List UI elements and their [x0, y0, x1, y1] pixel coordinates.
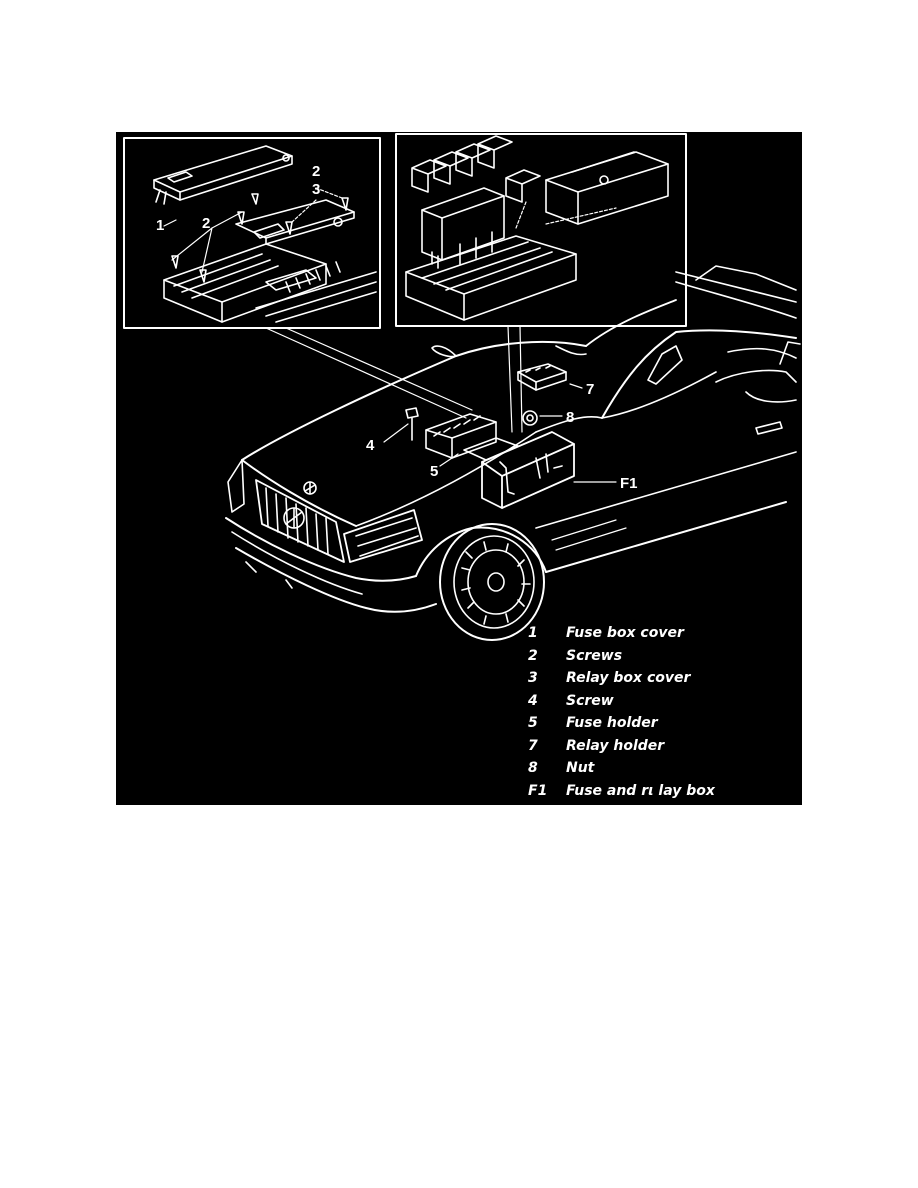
legend-key: 8 — [528, 760, 538, 777]
legend-row: 5 Fuse holder — [528, 712, 798, 735]
legend-text: Fuse and rι lay box — [566, 782, 715, 799]
legend-row: 1 Fuse box cover — [528, 622, 798, 645]
legend-text: Fuse holder — [566, 715, 658, 732]
callout-beams — [265, 325, 523, 433]
inset-relay-box — [395, 133, 687, 327]
callout-2-right: 2 — [312, 163, 320, 180]
callout-1: 1 — [156, 217, 164, 234]
legend-key: 2 — [528, 647, 538, 664]
legend-key: 7 — [528, 737, 538, 754]
legend-key: F1 — [528, 782, 548, 799]
fuse-box-base-drawing — [163, 243, 327, 323]
callout-7: 7 — [586, 381, 594, 398]
callout-5: 5 — [430, 463, 438, 480]
legend-row: 4 Screw — [528, 690, 798, 713]
relay-box-cover-drawing — [235, 199, 355, 245]
legend-row: F1 Fuse and rι lay box — [528, 780, 798, 803]
legend-row: 7 Relay holder — [528, 735, 798, 758]
car-drawing — [225, 265, 801, 641]
nut-drawing — [522, 410, 538, 426]
legend-row: 2 Screws — [528, 645, 798, 668]
legend-row: 8 Nut — [528, 757, 798, 780]
legend-key: 3 — [528, 670, 538, 687]
screw-item4-drawing — [405, 407, 419, 441]
legend-key: 4 — [528, 692, 538, 709]
callout-2-left: 2 — [202, 215, 210, 232]
front-wheel-drawing — [439, 523, 545, 641]
large-relay-drawing — [421, 187, 505, 269]
legend-key: 1 — [528, 625, 538, 642]
legend-text: Fuse box cover — [566, 625, 684, 642]
diagram-artwork: 1 2 2 3 4 5 7 8 F1 — [123, 133, 801, 641]
legend-key: 5 — [528, 715, 538, 732]
parts-legend: 1 Fuse box cover 2 Screws 3 Relay box cover 4 S… — [528, 622, 798, 802]
callout-leaders — [383, 383, 617, 483]
callout-f1: F1 — [620, 475, 638, 492]
relay-base-drawing — [405, 231, 577, 321]
legend-text: Screws — [566, 647, 623, 664]
legend-text: Screw — [566, 692, 614, 709]
inset-fuse-box — [123, 137, 381, 329]
control-module-drawing — [545, 151, 669, 225]
legend-row: 3 Relay box cover — [528, 667, 798, 690]
legend-text: Nut — [566, 760, 595, 777]
callout-3: 3 — [312, 181, 320, 198]
relay-holder-drawing — [517, 363, 567, 391]
fuse-box-cover-drawing — [153, 145, 293, 205]
legend-text: Relay box cover — [566, 670, 691, 687]
legend-text: Relay holder — [566, 737, 665, 754]
fuse-relay-box-f1-drawing — [481, 431, 575, 509]
small-relays-drawing — [411, 135, 541, 203]
fuses-drawing — [255, 261, 377, 323]
callout-8: 8 — [566, 409, 574, 426]
callout-4: 4 — [366, 437, 375, 454]
